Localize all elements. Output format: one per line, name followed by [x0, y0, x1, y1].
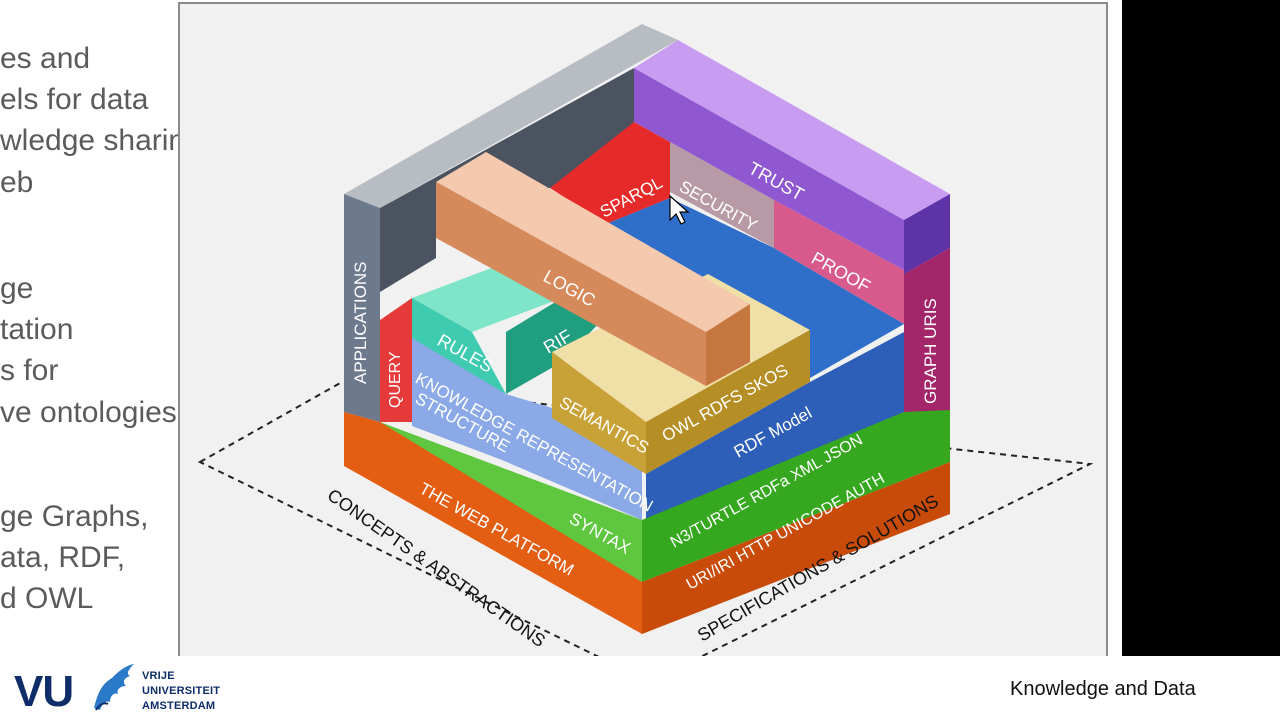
security-block: [670, 142, 774, 248]
rif-block: [506, 298, 602, 394]
semantic-web-stack-diagram: TRUST SECURITY SPARQL PROOF GRAPH URIS A…: [178, 2, 1108, 682]
graph-uris-label: GRAPH URIS: [921, 298, 940, 404]
proof-block: [774, 200, 904, 324]
graph-uris-pillar: [904, 248, 950, 434]
slide-footer: [0, 656, 1280, 720]
syntax-side: [642, 410, 950, 582]
rdf-model-block: [646, 332, 904, 532]
mouse-cursor-icon: [669, 194, 690, 225]
bullet-line: els for data: [0, 83, 149, 116]
sparql-block: [550, 122, 670, 224]
top-gray-rim: [344, 24, 678, 208]
bullet-line: ata, RDF,: [0, 541, 126, 574]
bullet-line: ve ontologies: [0, 396, 177, 429]
black-sidebar: [1122, 0, 1280, 656]
logic-front: [436, 182, 706, 386]
web-platform-front: [344, 412, 642, 634]
bullet-line: d OWL: [0, 582, 94, 615]
course-title: Knowledge and Data: [1010, 678, 1196, 700]
applications-label: APPLICATIONS: [351, 262, 370, 385]
web-platform-side: [642, 462, 950, 634]
bullet-line: eb: [0, 166, 34, 199]
trust-band: [634, 68, 904, 270]
inner-blue-area: [606, 198, 904, 378]
university-name-line: UNIVERSITEIT: [142, 685, 221, 697]
semantic-web-cube: TRUST SECURITY SPARQL PROOF GRAPH URIS A…: [197, 24, 1094, 682]
dashed-ground-outline: [197, 380, 1094, 682]
owl-rdfs-skos-front: [646, 330, 810, 474]
university-name-line: AMSTERDAM: [142, 700, 216, 712]
rules-front: [412, 298, 506, 394]
query-block: [380, 298, 412, 422]
vu-logo-text: VU: [14, 667, 74, 716]
vu-griffin-logo-icon: [94, 664, 134, 711]
logic-top: [436, 152, 750, 332]
bullet-line: es and: [0, 42, 91, 75]
bullet-line: tation: [0, 313, 74, 346]
bullet-line: s for: [0, 354, 59, 387]
logic-end: [706, 304, 750, 386]
trust-top: [634, 40, 950, 220]
bullet-line: wledge sharing: [0, 124, 202, 157]
semantics-front: [552, 352, 646, 474]
bullet-line: ge: [0, 272, 34, 305]
university-name-line: VRIJE: [142, 670, 175, 682]
trust-side: [904, 194, 950, 274]
knowledge-representation-block: [412, 338, 642, 520]
query-label: QUERY: [387, 351, 404, 408]
bullet-line: ge Graphs,: [0, 500, 149, 533]
applications-pillar: [344, 194, 380, 422]
bullet-text-area: es and els for data wledge sharing eb ge…: [0, 0, 230, 656]
